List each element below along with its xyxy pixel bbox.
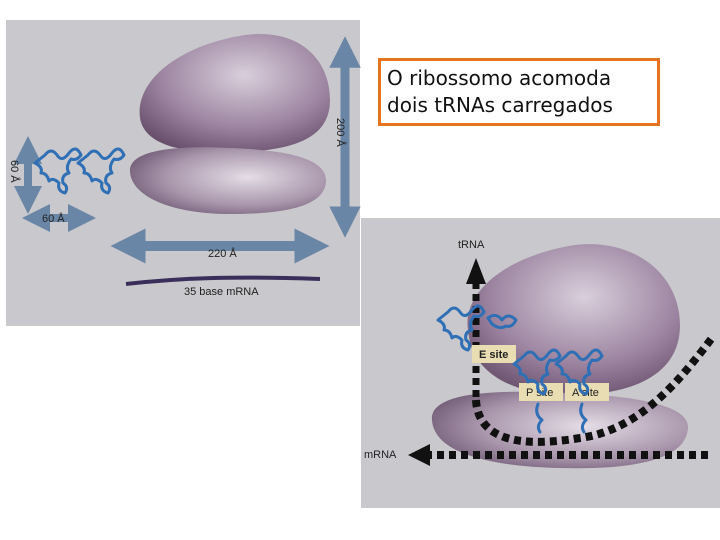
dim-60-horizontal-label: 60 Å [42, 212, 65, 225]
mrna-length-label: 35 base mRNA [184, 286, 259, 298]
mrna-strand-top [125, 275, 321, 286]
callout-line-2: dois tRNAs carregados [387, 93, 613, 117]
trna-exit-arrow [466, 258, 486, 400]
dim-220-label: 220 Å [208, 247, 237, 260]
trna-e-site [436, 304, 486, 352]
mrna-label: mRNA [364, 449, 397, 461]
trna-label: tRNA [458, 239, 485, 251]
e-site-box: E site [472, 345, 516, 363]
e-site-label: E site [479, 349, 508, 361]
dim-60-vertical-label: 60 Å [8, 160, 21, 183]
trna-molecules-bottom [436, 304, 604, 434]
small-subunit [431, 391, 689, 469]
trna-p-site-stem [535, 402, 544, 434]
large-subunit [467, 244, 680, 396]
trna-a-site [554, 348, 604, 396]
small-subunit [129, 147, 327, 214]
callout-line-1: O ribossomo acomoda [387, 66, 612, 90]
trna-e-site-arm [486, 313, 518, 330]
top-ribosome [129, 34, 330, 214]
trna-molecule [76, 147, 126, 195]
trna-a-site-stem [579, 402, 588, 434]
trna-p-site [512, 348, 562, 396]
dim-200-label: 200 Å [334, 118, 347, 147]
mrna-path [408, 335, 716, 466]
callout-box: O ribossomo acomoda dois tRNAs carregado… [378, 58, 660, 126]
trna-pair-top [33, 147, 126, 195]
large-subunit [139, 34, 330, 153]
trna-molecule [33, 147, 83, 195]
